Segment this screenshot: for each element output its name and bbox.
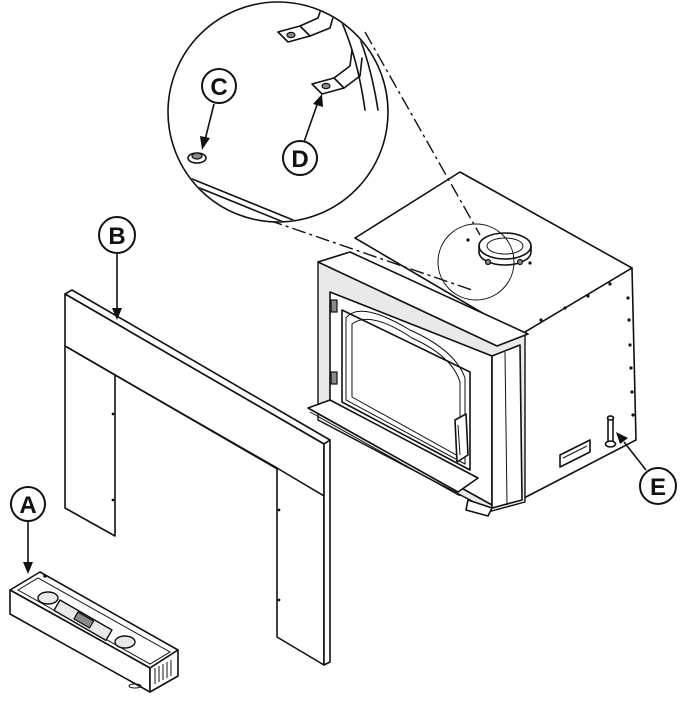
- callout-d-label: D: [291, 146, 308, 173]
- blower-grille: [154, 660, 172, 684]
- side-vent: [559, 439, 591, 468]
- door-glass: [341, 309, 471, 471]
- detail-source-circle: [437, 223, 515, 301]
- flue-collar: [478, 232, 532, 266]
- side-rivets: [539, 282, 635, 417]
- callout-b: B: [98, 216, 136, 320]
- surround-right-leg: [276, 467, 325, 666]
- callout-e: E: [616, 432, 677, 505]
- callout-c-label: C: [210, 74, 227, 101]
- detail-circle: [167, 1, 389, 223]
- leveling-bolt: [604, 415, 617, 448]
- callout-c: C: [200, 68, 237, 150]
- callout-a-label: A: [19, 492, 36, 519]
- callout-a: A: [10, 486, 46, 574]
- insert-top-lip: [317, 251, 529, 347]
- blower-assembly: [9, 571, 179, 693]
- surround-left-leg: [64, 345, 116, 537]
- fireplace-insert: [307, 171, 637, 517]
- callout-d: D: [282, 94, 323, 176]
- ash-lip: [307, 399, 479, 493]
- surround-panel: [64, 289, 331, 666]
- screw: [187, 152, 207, 164]
- door-handle: [454, 413, 469, 463]
- callout-b-label: B: [108, 223, 125, 250]
- callout-e-label: E: [650, 474, 666, 501]
